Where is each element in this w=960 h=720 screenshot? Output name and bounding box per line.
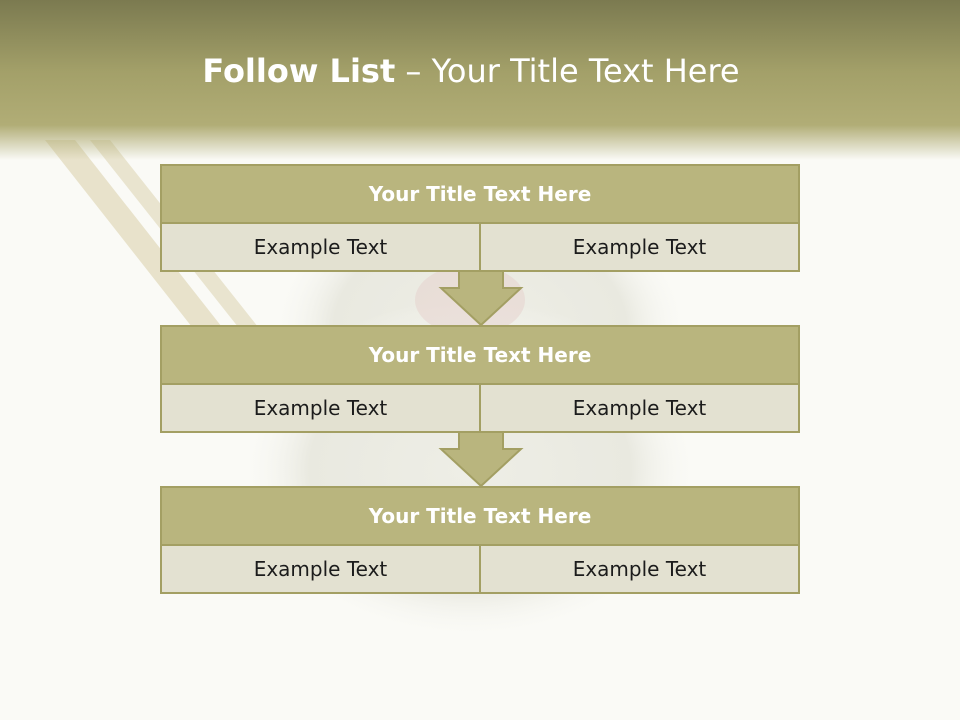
step-row-1: Example Text Example Text [162,224,798,270]
slide-title-rest: – Your Title Text Here [395,52,740,90]
down-arrow-icon [438,431,524,487]
step-2-right-text: Example Text [481,385,798,431]
step-1-right-text: Example Text [481,224,798,270]
step-box-1: Your Title Text Here Example Text Exampl… [160,164,800,272]
step-box-3: Your Title Text Here Example Text Exampl… [160,486,800,594]
slide-title-bold: Follow List [202,52,396,90]
slide-title: Follow List – Your Title Text Here [0,52,942,90]
step-3-left-text: Example Text [162,546,481,592]
step-title-2: Your Title Text Here [162,327,798,385]
step-box-2: Your Title Text Here Example Text Exampl… [160,325,800,433]
down-arrow-icon [438,270,524,326]
step-title-1: Your Title Text Here [162,166,798,224]
title-banner [0,0,960,160]
step-row-3: Example Text Example Text [162,546,798,592]
step-row-2: Example Text Example Text [162,385,798,431]
step-2-left-text: Example Text [162,385,481,431]
step-title-3: Your Title Text Here [162,488,798,546]
step-3-right-text: Example Text [481,546,798,592]
step-1-left-text: Example Text [162,224,481,270]
